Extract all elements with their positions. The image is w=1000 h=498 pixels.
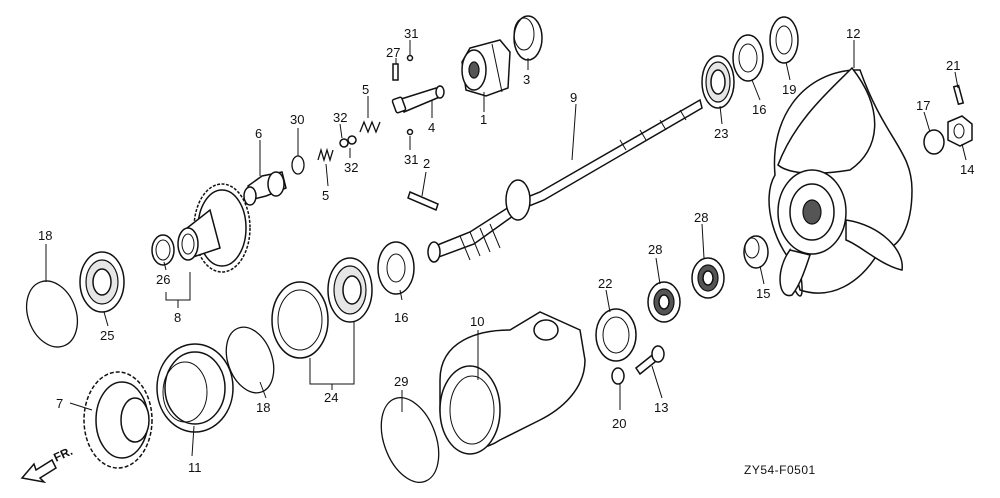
callout-26: 26 <box>156 272 170 287</box>
pin-2 <box>407 190 439 212</box>
callout-27: 27 <box>386 45 400 60</box>
callout-28-right: 28 <box>694 210 708 225</box>
callout-20: 20 <box>612 416 626 431</box>
circlip-30 <box>291 155 305 175</box>
callout-18-center: 18 <box>256 400 270 415</box>
callout-14: 14 <box>960 162 974 177</box>
needle-bearing-22 <box>595 308 637 362</box>
front-direction-arrow <box>20 458 57 484</box>
diagram-code: ZY54-F0501 <box>744 463 816 477</box>
callout-18-left: 18 <box>38 228 52 243</box>
bearing-cup-24 <box>271 281 329 359</box>
callout-11: 11 <box>188 460 202 475</box>
spring-5-upper <box>359 120 381 134</box>
callout-labels: 31 27 5 32 30 6 5 32 31 2 4 1 3 9 23 16 … <box>38 26 974 477</box>
needle-bearing-26 <box>151 234 175 266</box>
callout-7: 7 <box>56 396 63 411</box>
oil-seal-28-right <box>691 257 725 299</box>
ball-32-lower <box>347 135 357 145</box>
callout-21: 21 <box>946 58 960 73</box>
callout-8: 8 <box>174 310 181 325</box>
callout-9: 9 <box>570 90 577 105</box>
callout-29: 29 <box>394 374 408 389</box>
callout-24: 24 <box>324 390 338 405</box>
callout-12: 12 <box>846 26 860 41</box>
bearing-25 <box>79 251 125 313</box>
callout-28-left: 28 <box>648 242 662 257</box>
callout-19: 19 <box>782 82 796 97</box>
callout-10: 10 <box>470 314 484 329</box>
o-ring-29 <box>380 397 440 483</box>
callout-30: 30 <box>290 112 304 127</box>
callout-31-lower: 31 <box>404 152 418 167</box>
washer-20 <box>611 367 625 385</box>
pin-27 <box>392 63 399 81</box>
callout-5-upper: 5 <box>362 82 369 97</box>
cotter-pin-21 <box>952 84 965 106</box>
callout-17: 17 <box>916 98 930 113</box>
washer-17 <box>923 129 945 155</box>
bushing-3 <box>513 15 543 61</box>
callout-23: 23 <box>714 126 728 141</box>
front-direction-label: FR. <box>51 444 74 465</box>
callout-32-upper: 32 <box>333 110 347 125</box>
thrust-washer-15 <box>743 235 769 269</box>
callout-15: 15 <box>756 286 770 301</box>
callout-32-lower: 32 <box>344 160 358 175</box>
oil-seal-28-left <box>647 281 681 323</box>
callout-31-upper: 31 <box>404 26 418 41</box>
callout-3: 3 <box>523 72 530 87</box>
callout-22: 22 <box>598 276 612 291</box>
gearcase-cap-10 <box>439 311 586 455</box>
callout-25: 25 <box>100 328 114 343</box>
callout-16-upper: 16 <box>752 102 766 117</box>
callout-16-lower: 16 <box>394 310 408 325</box>
spring-5-lower <box>317 147 334 163</box>
ball-31-upper <box>406 54 414 62</box>
clutch-1 <box>461 39 511 97</box>
bearing-cone-24 <box>327 257 373 323</box>
nut-14 <box>947 115 973 147</box>
callout-5-lower: 5 <box>322 188 329 203</box>
o-ring-18-left <box>25 280 79 348</box>
gear-8 <box>177 183 251 273</box>
bolt-13 <box>634 345 665 376</box>
callout-2: 2 <box>423 156 430 171</box>
plunger-4 <box>391 85 445 114</box>
callout-1: 1 <box>480 112 487 127</box>
propeller <box>768 66 913 297</box>
ball-31-lower <box>406 128 414 136</box>
callout-6: 6 <box>255 126 262 141</box>
o-ring-18-center <box>225 326 275 394</box>
ball-32-upper <box>339 138 349 148</box>
washer-16-upper <box>732 34 764 82</box>
bevel-gear-7 <box>83 371 153 469</box>
callout-13: 13 <box>654 400 668 415</box>
propeller-shaft-9 <box>427 98 703 263</box>
bearing-holder-11 <box>156 343 234 433</box>
shim-16-lower <box>377 241 415 295</box>
washer-19 <box>769 16 799 64</box>
bushing-6 <box>243 171 287 206</box>
leader-lines <box>45 40 967 457</box>
callout-4: 4 <box>428 120 435 135</box>
thrust-bearing-23 <box>701 55 735 109</box>
